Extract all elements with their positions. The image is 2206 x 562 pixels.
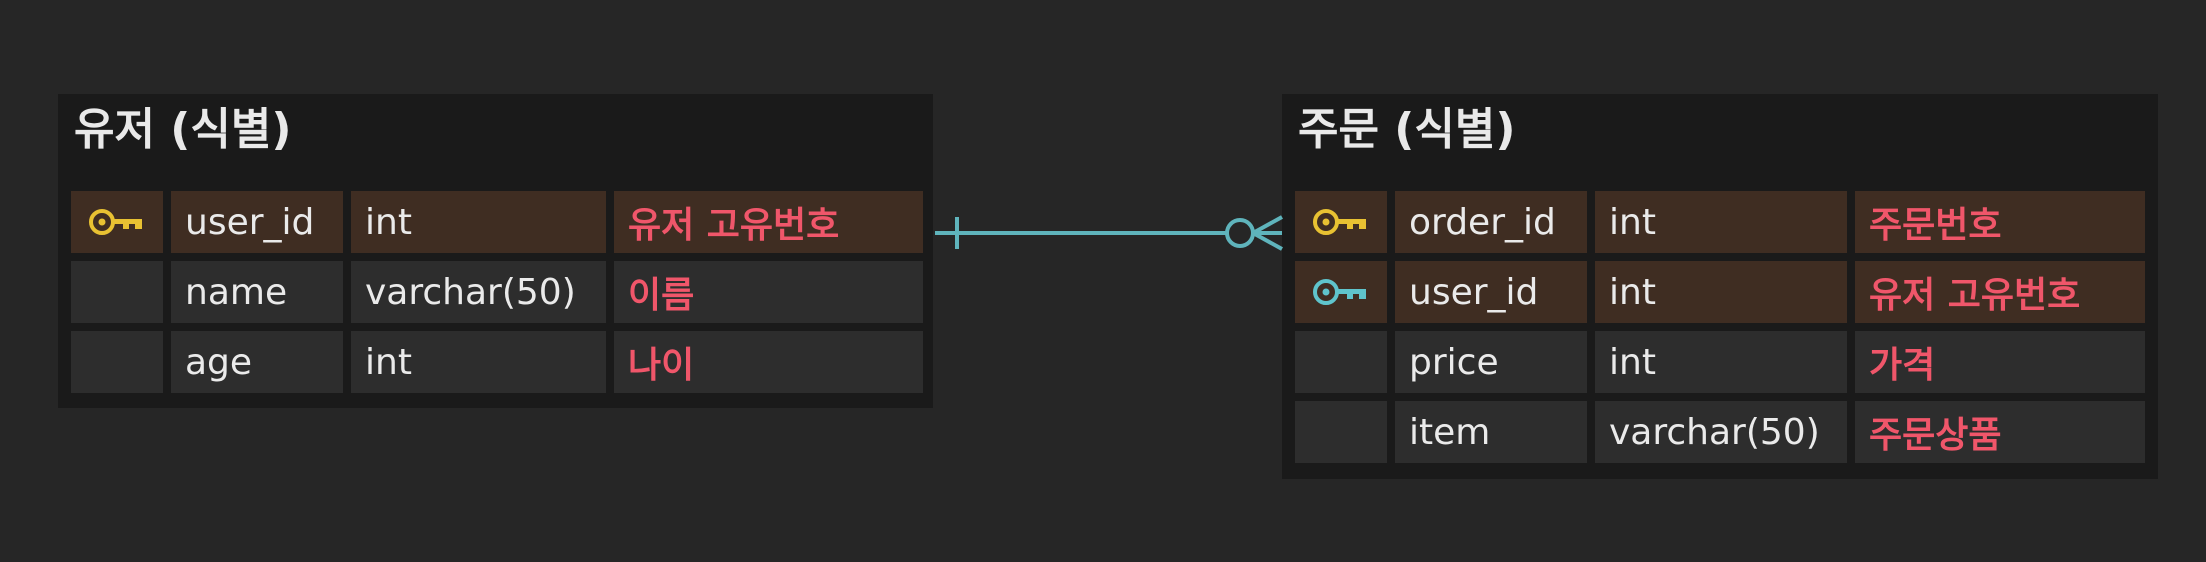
- key-cell: [71, 191, 163, 253]
- primary-key-icon: [1310, 202, 1372, 242]
- column-row-order-id[interactable]: order_id int 주문번호: [1295, 191, 2145, 253]
- column-comment: 나이: [614, 331, 923, 393]
- column-row-name[interactable]: name varchar(50) 이름: [71, 261, 923, 323]
- column-name: user_id: [171, 191, 343, 253]
- column-list: user_id int 유저 고유번호 name varchar(50) 이름 …: [71, 191, 923, 401]
- column-type: int: [351, 191, 606, 253]
- column-comment: 유저 고유번호: [614, 191, 923, 253]
- key-cell: [71, 261, 163, 323]
- column-row-user-id[interactable]: user_id int 유저 고유번호: [71, 191, 923, 253]
- many-crowfoot-upper: [1252, 215, 1283, 235]
- many-crowfoot-lower: [1252, 231, 1283, 251]
- column-row-item[interactable]: item varchar(50) 주문상품: [1295, 401, 2145, 463]
- column-type: varchar(50): [351, 261, 606, 323]
- column-list: order_id int 주문번호 user_id int 유저 고유번호 pr…: [1295, 191, 2145, 471]
- column-comment: 주문상품: [1855, 401, 2145, 463]
- column-comment: 주문번호: [1855, 191, 2145, 253]
- column-name: order_id: [1395, 191, 1587, 253]
- column-name: item: [1395, 401, 1587, 463]
- key-cell: [1295, 191, 1387, 253]
- column-row-user-id[interactable]: user_id int 유저 고유번호: [1295, 261, 2145, 323]
- column-row-price[interactable]: price int 가격: [1295, 331, 2145, 393]
- entity-user[interactable]: 유저 (식별) user_id int 유저 고유번호 name varchar…: [58, 94, 933, 408]
- key-cell: [71, 331, 163, 393]
- column-comment: 유저 고유번호: [1855, 261, 2145, 323]
- column-type: varchar(50): [1595, 401, 1847, 463]
- zero-cardinality-circle: [1225, 218, 1255, 248]
- primary-key-icon: [86, 202, 148, 242]
- key-cell: [1295, 331, 1387, 393]
- foreign-key-icon: [1310, 272, 1372, 312]
- column-row-age[interactable]: age int 나이: [71, 331, 923, 393]
- column-comment: 가격: [1855, 331, 2145, 393]
- entity-title: 주문 (식별): [1298, 104, 1516, 155]
- column-type: int: [1595, 331, 1847, 393]
- column-type: int: [1595, 261, 1847, 323]
- column-name: price: [1395, 331, 1587, 393]
- column-name: age: [171, 331, 343, 393]
- entity-order[interactable]: 주문 (식별) order_id int 주문번호: [1282, 94, 2158, 479]
- key-cell: [1295, 401, 1387, 463]
- entity-title: 유저 (식별): [74, 104, 292, 155]
- column-name: user_id: [1395, 261, 1587, 323]
- key-cell: [1295, 261, 1387, 323]
- column-type: int: [1595, 191, 1847, 253]
- column-name: name: [171, 261, 343, 323]
- column-type: int: [351, 331, 606, 393]
- column-comment: 이름: [614, 261, 923, 323]
